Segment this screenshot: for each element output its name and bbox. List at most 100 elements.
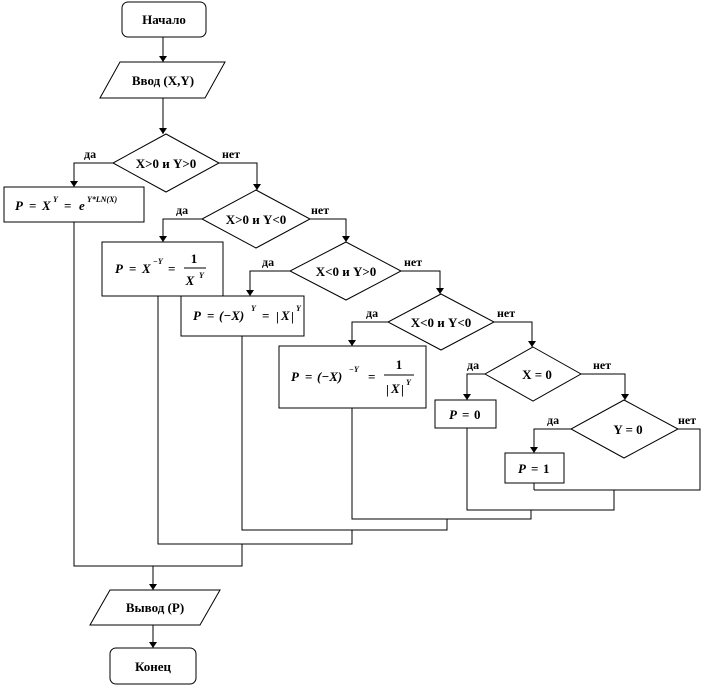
formula-2-p: P <box>115 261 124 276</box>
connector-cond2-no <box>310 218 347 242</box>
arrowhead <box>621 394 629 400</box>
decision-1-label: X>0 и Y>0 <box>136 156 197 171</box>
formula-3-abs-open: | <box>276 309 279 324</box>
p-zero-value: 0 <box>474 407 481 422</box>
formula-1-exp: Y*LN(X) <box>87 195 118 204</box>
connector-merge-c <box>241 336 448 531</box>
formula-2-den-y: Y <box>199 271 205 280</box>
arrowhead <box>530 447 538 453</box>
process-formula-1: P = X Y = e Y*LN(X) <box>3 186 145 223</box>
connector-cond1-no <box>219 162 258 190</box>
decision-5: X = 0 <box>483 346 583 402</box>
connector-cond6-no <box>534 428 701 491</box>
output-parallelogram: Вывод (P) <box>89 589 221 626</box>
formula-4-abs-close: | <box>401 382 404 397</box>
arrowhead <box>348 340 356 346</box>
formula-4-abs-open: | <box>386 382 389 397</box>
formula-1-p: P <box>15 198 24 213</box>
arrowhead <box>342 236 350 242</box>
decision-3-yes: да <box>262 255 274 269</box>
connector-cond2-yes <box>162 218 202 242</box>
arrowhead <box>253 184 261 190</box>
arrowhead <box>159 236 167 242</box>
p-zero-p: P <box>449 407 458 422</box>
decision-3-label: X<0 и Y>0 <box>316 264 377 279</box>
decision-2-no: нет <box>311 203 329 217</box>
connector-cond4-yes <box>351 321 388 346</box>
decision-2-yes: да <box>176 203 188 217</box>
connector-cond6-yes <box>533 428 571 453</box>
decision-4: X<0 и Y<0 <box>386 293 496 351</box>
formula-4-numerator: 1 <box>396 357 403 372</box>
connector-cond5-no <box>581 373 626 400</box>
formula-2-neg-y: −Y <box>153 257 164 266</box>
arrowhead <box>149 642 157 648</box>
formula-4-p: P <box>291 369 300 384</box>
arrowhead <box>159 128 167 134</box>
arrowhead <box>246 290 254 296</box>
p-one-value: 1 <box>543 461 550 476</box>
decision-4-yes: да <box>366 306 378 320</box>
formula-4-eq2: = <box>368 369 375 384</box>
process-p-one: P = 1 <box>504 452 565 484</box>
process-formula-4: P = (−X) −Y = 1 | X | Y <box>278 345 427 409</box>
formula-4-neg-y: −Y <box>349 365 360 374</box>
connector-cond4-no <box>494 321 533 347</box>
connector-merge-a <box>466 428 615 511</box>
formula-2-x: X <box>141 261 151 276</box>
process-p-zero: P = 0 <box>434 399 497 429</box>
formula-2-numerator: 1 <box>191 251 198 266</box>
decision-1: X>0 и Y>0 <box>111 133 221 193</box>
decision-1-yes: да <box>84 147 96 161</box>
formula-4-den-y: Y <box>406 378 412 387</box>
formula-1-eq2: = <box>64 198 71 213</box>
formula-4-neg-x: (−X) <box>317 369 342 384</box>
connector-merge-b <box>351 408 532 520</box>
decision-6-yes: да <box>547 413 559 427</box>
formula-3-y2: Y <box>296 304 302 313</box>
formula-4-eq: = <box>305 369 312 384</box>
p-zero-eq: = <box>462 407 469 422</box>
formula-2-den-x: X <box>185 273 195 288</box>
arrowhead <box>436 288 444 294</box>
input-label: Ввод (X,Y) <box>132 73 194 88</box>
formula-3-p: P <box>193 308 202 323</box>
end-label: Конец <box>135 659 172 674</box>
formula-3-eq2: = <box>262 308 269 323</box>
decision-4-label: X<0 и Y<0 <box>411 315 472 330</box>
p-one-p: P <box>518 461 527 476</box>
process-formula-2: P = X −Y = 1 X Y <box>101 241 224 297</box>
formula-4-den-x: X <box>390 381 400 396</box>
formula-1-x: X <box>41 198 51 213</box>
arrowheads <box>70 56 629 648</box>
decision-2: X>0 и Y<0 <box>200 189 312 249</box>
formula-1-y: Y <box>53 195 59 204</box>
decision-5-no: нет <box>593 358 611 372</box>
connector-cond1-yes <box>73 162 113 187</box>
connector-merge-e <box>73 222 243 567</box>
decision-1-no: нет <box>222 147 240 161</box>
connectors <box>73 37 701 648</box>
decision-5-yes: да <box>467 358 479 372</box>
decision-6-label: Y = 0 <box>613 422 642 437</box>
arrowhead <box>70 181 78 187</box>
p-one-eq: = <box>531 461 538 476</box>
decision-6-no: нет <box>678 413 696 427</box>
formula-3-neg-x: (−X) <box>219 308 244 323</box>
formula-1-eq: = <box>29 198 36 213</box>
connector-cond3-yes <box>249 270 290 296</box>
connector-cond5-yes <box>466 373 485 400</box>
formula-3-y: Y <box>251 304 257 313</box>
decision-2-label: X>0 и Y<0 <box>226 212 287 227</box>
formula-1-e: e <box>79 198 85 213</box>
arrowhead <box>159 56 167 62</box>
output-label: Вывод (P) <box>126 600 184 615</box>
decision-3: X<0 и Y>0 <box>288 241 403 301</box>
connector-merge-d <box>157 296 353 545</box>
start-terminal: Начало <box>121 1 207 38</box>
end-terminal: Конец <box>109 647 197 685</box>
decision-5-label: X = 0 <box>522 367 552 382</box>
formula-3-x: X <box>280 308 290 323</box>
